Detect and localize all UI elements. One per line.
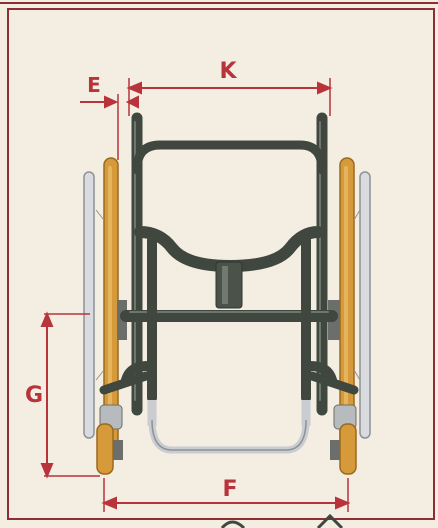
label-g: G <box>25 383 43 408</box>
center-mount <box>215 261 243 309</box>
right-wheel <box>328 157 371 447</box>
right-caster <box>330 404 357 475</box>
left-caster <box>96 404 123 475</box>
left-caster-wheel <box>96 423 114 475</box>
dimension-lines <box>40 78 351 512</box>
label-f: F <box>222 477 237 502</box>
chair-frame <box>99 112 359 416</box>
label-e: E <box>87 73 101 97</box>
backrest-bar <box>132 140 327 175</box>
frame-border <box>7 8 435 520</box>
seat-curve-bar <box>134 226 324 272</box>
label-k: K <box>219 59 237 84</box>
footrest <box>147 400 311 454</box>
right-handrim <box>359 171 371 439</box>
left-wheel <box>83 157 127 447</box>
bottom-crop-shapes <box>220 520 246 528</box>
right-caster-wheel <box>339 423 357 475</box>
left-handrim <box>83 171 95 439</box>
